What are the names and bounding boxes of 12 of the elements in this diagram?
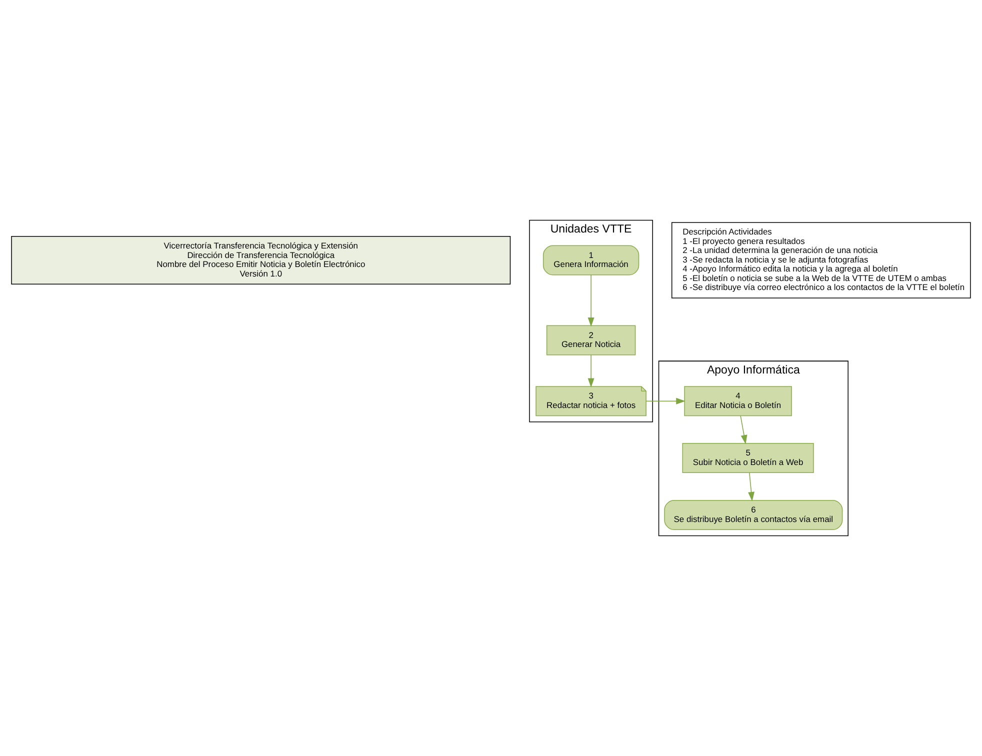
arrow	[740, 415, 748, 444]
node-box: 6 Se distribuye Boletín a contactos vía email	[664, 500, 843, 530]
node-box: Vicerrectoría Transferencia Tecnológica y Extensión Dirección de Transferencia Tecnológica Nombre del Proceso Emitir Noticia y Boletín Electrónico Versión 1.0	[11, 236, 511, 284]
node-box: 4 Editar Noticia o Boletín	[684, 386, 792, 416]
arrow	[748, 472, 754, 502]
node-box: Descripción Actividades 1 -El proyecto genera resultados 2 -La unidad determina la generación de una noticia 3 -Se redacta la noticia y se le adjunta fotografías 4 -Apoyo Informático edita la noticia y la agrega al boletín 5 -El boletín o noticia se sube a la Web de la VTTE de UTEM o ambas 6 -Se distribuye vía correo electrónico a los contactos de la VTTE el boletín	[671, 222, 971, 298]
arrow	[588, 354, 594, 388]
node-box: 1 Genera Información	[542, 245, 640, 276]
node-box: 2 Generar Noticia	[546, 325, 636, 356]
node-box: 5 Subir Noticia o Boletín a Web	[682, 443, 814, 474]
arrow	[646, 398, 686, 404]
arrow	[588, 274, 594, 327]
